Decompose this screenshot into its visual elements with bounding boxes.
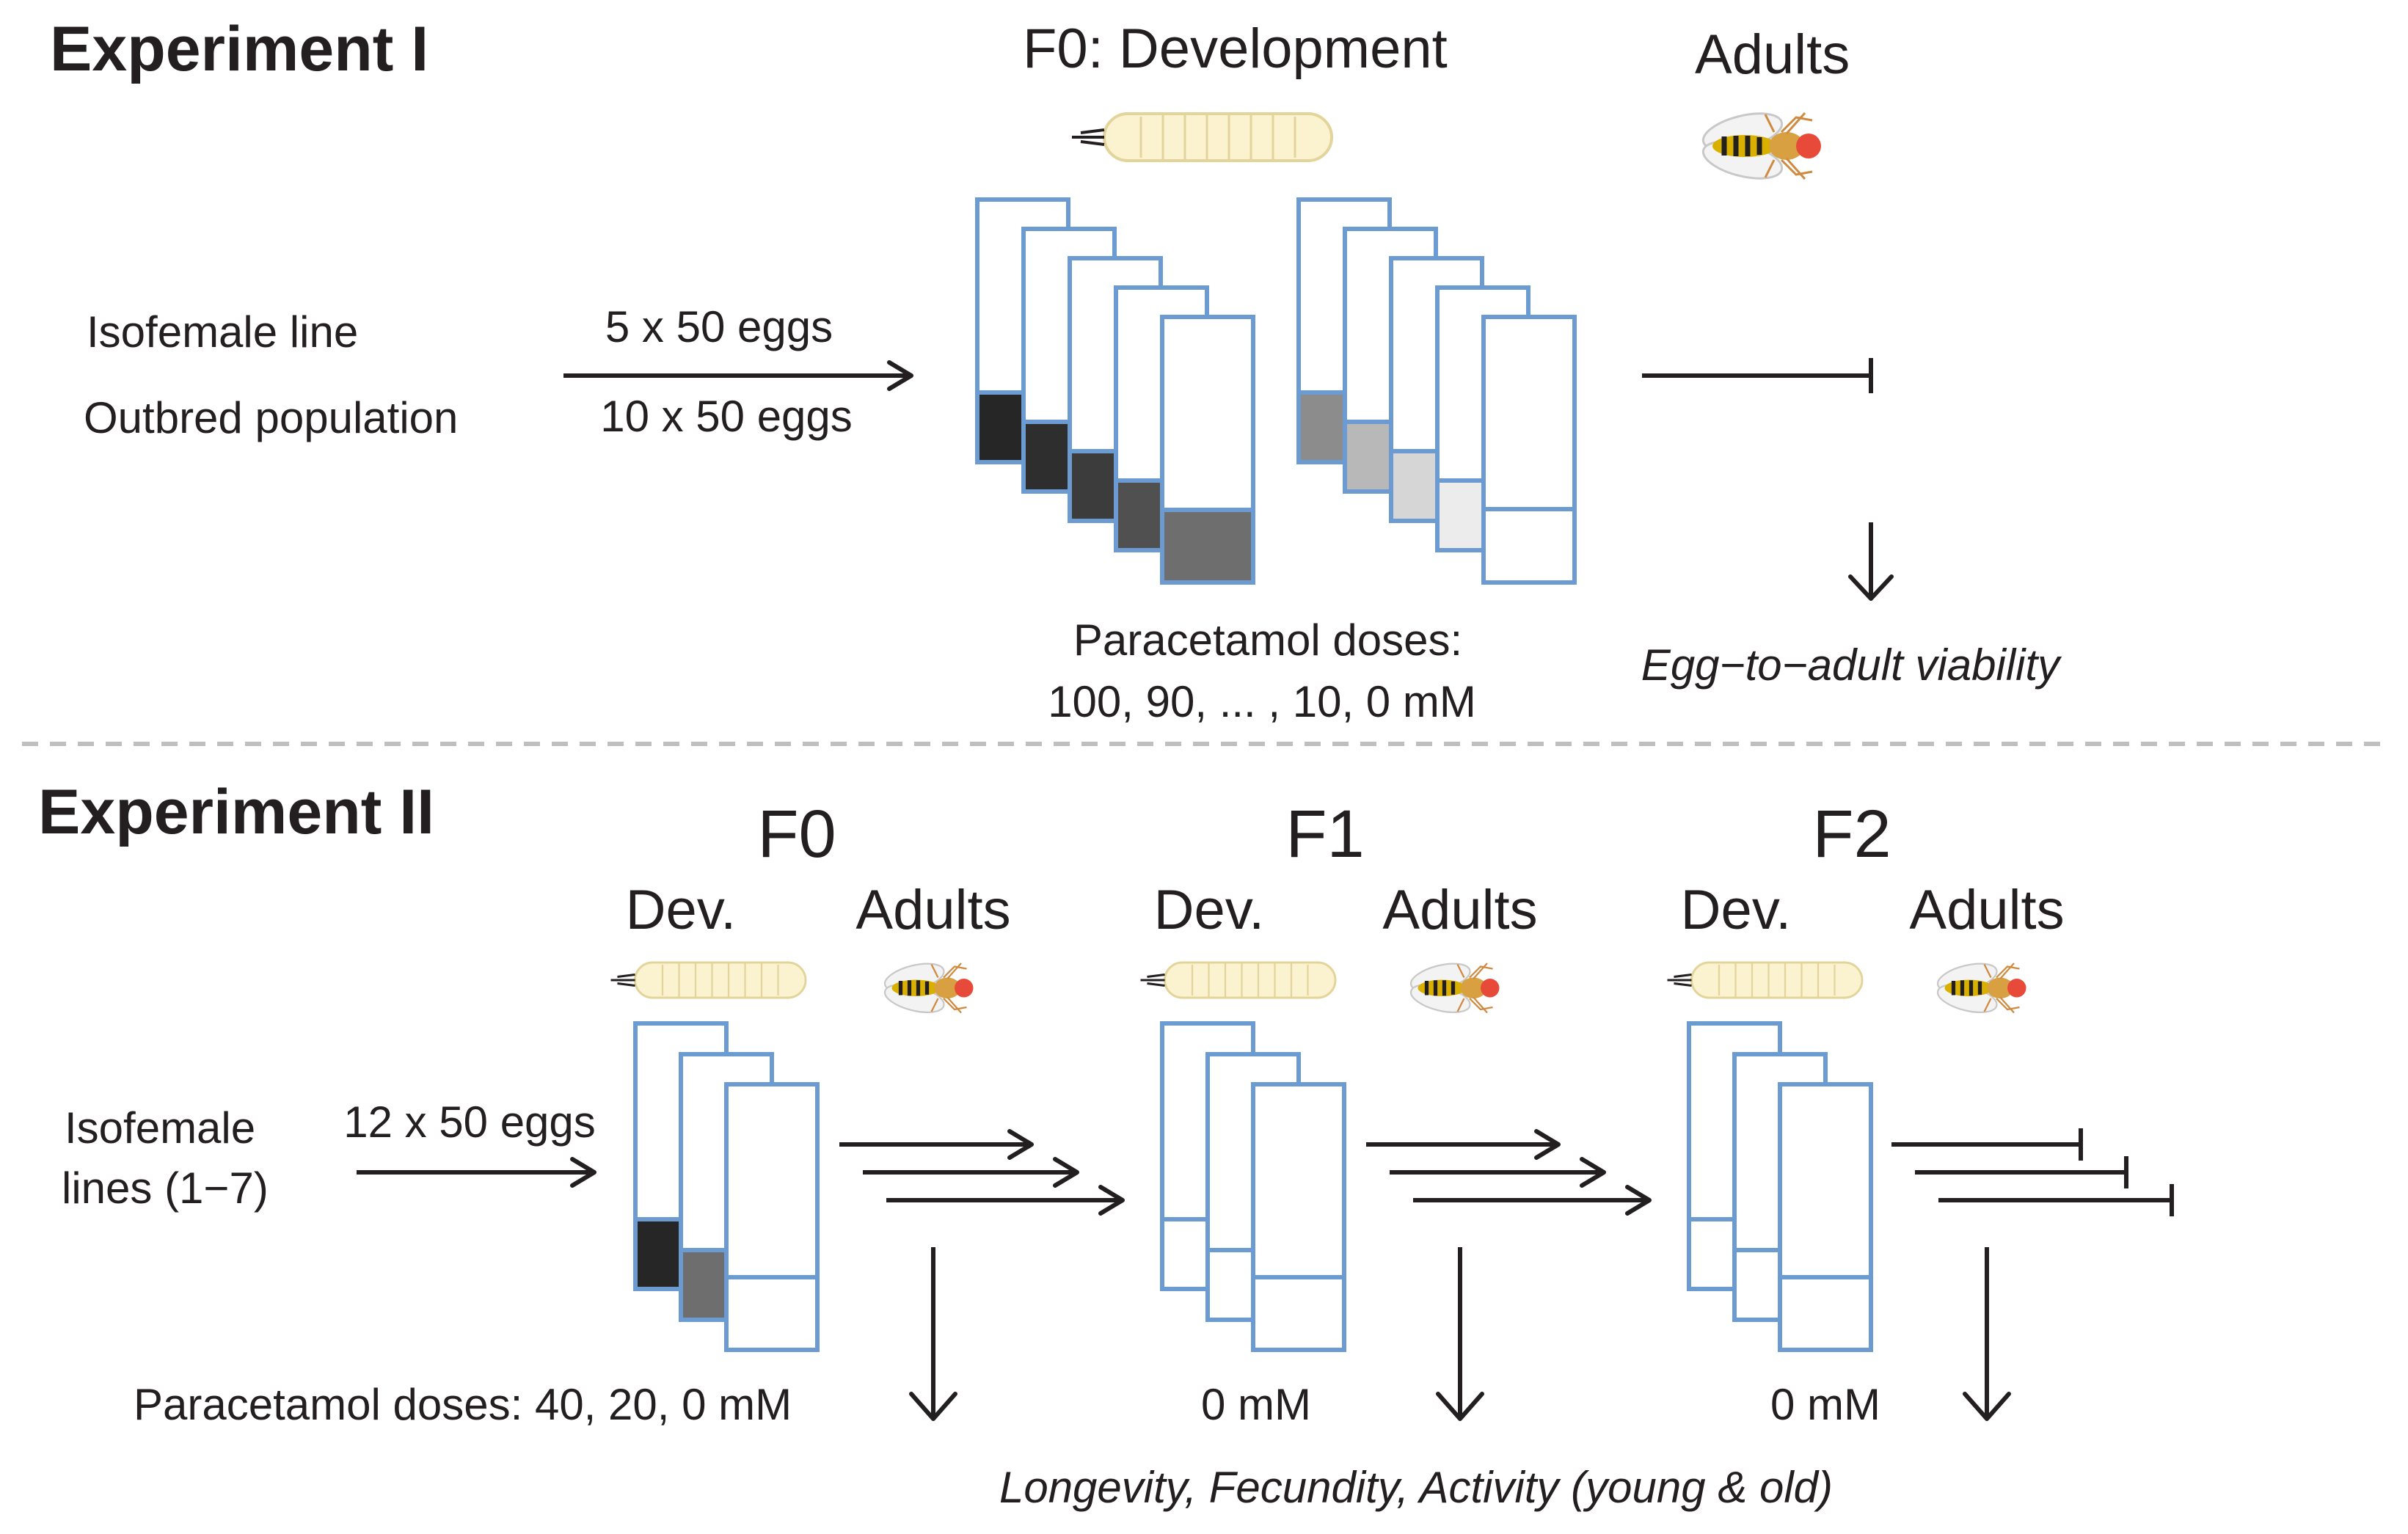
doses-label: Paracetamol doses: 40, 20, 0 mM xyxy=(134,1380,792,1429)
vial-fill xyxy=(1435,478,1486,552)
vial-fill xyxy=(1296,390,1348,464)
vial-fill xyxy=(1068,449,1119,523)
experiment1-outcome: Egg−to−adult viability xyxy=(1641,640,2062,690)
generation-f0: F0 Dev. Adults Paracetamol doses: 40, 20… xyxy=(134,797,1011,1429)
experiment1-adults-label: Adults xyxy=(1695,23,1850,86)
eggs-isofemale: 5 x 50 eggs xyxy=(605,302,833,351)
doses-label: 0 mM xyxy=(1201,1380,1311,1429)
generation-f2: F2 Dev. Adults 0 mM xyxy=(1666,797,2065,1429)
larva-icon xyxy=(1139,961,1337,999)
arrows-f1-to-f2 xyxy=(1366,1129,1652,1421)
experiment1-title: Experiment I xyxy=(50,14,428,84)
adults-label: Adults xyxy=(1909,879,2064,941)
generation-name: F0 xyxy=(757,797,836,872)
experiment1-doses-label: Paracetamol doses: xyxy=(1073,616,1462,665)
vial-stack-low-dose xyxy=(1296,197,1577,585)
experiment1-stage-label: F0: Development xyxy=(1023,18,1448,80)
stop-arrow-adults xyxy=(1642,358,1873,393)
vial-fill xyxy=(1114,478,1165,552)
arrow-to-f0-vials xyxy=(357,1157,596,1188)
source-line2: lines (1−7) xyxy=(62,1164,269,1213)
source-line1: Isofemale xyxy=(65,1103,255,1153)
dev-label: Dev. xyxy=(1154,879,1265,941)
fly-icon xyxy=(1699,106,1821,185)
dev-label: Dev. xyxy=(626,879,737,941)
vial-fill xyxy=(1021,420,1073,494)
vial-fill xyxy=(1160,508,1255,585)
experiment1-doses-values: 100, 90, ... , 10, 0 mM xyxy=(1048,677,1476,726)
vial-fill xyxy=(679,1248,729,1322)
arrow-to-viability xyxy=(1848,522,1894,601)
arrow-to-vials xyxy=(563,360,913,391)
generation-name: F1 xyxy=(1285,797,1364,872)
larva-icon xyxy=(610,961,807,999)
experiment2-title: Experiment II xyxy=(38,777,434,847)
larva-icon xyxy=(1070,112,1333,162)
vial-stack-high-dose xyxy=(975,197,1255,585)
adults-label: Adults xyxy=(855,879,1010,941)
larva-icon xyxy=(1666,961,1864,999)
generation-name: F2 xyxy=(1812,797,1891,872)
vial-fill xyxy=(1343,420,1394,494)
vial-fill xyxy=(633,1217,683,1291)
vial-fill xyxy=(1389,449,1440,523)
experiment2-eggs: 12 x 50 eggs xyxy=(343,1097,596,1147)
fly-icon xyxy=(1408,959,1499,1018)
source-outbred: Outbred population xyxy=(84,393,458,442)
dev-label: Dev. xyxy=(1681,879,1792,941)
vial-fill xyxy=(975,390,1026,464)
doses-label: 0 mM xyxy=(1770,1380,1880,1429)
arrows-f0-to-f1 xyxy=(839,1129,1125,1421)
generation-f1: F1 Dev. Adults 0 mM xyxy=(1139,797,1538,1429)
source-isofemale: Isofemale line xyxy=(87,307,358,357)
eggs-outbred: 10 x 50 eggs xyxy=(600,392,853,441)
fly-icon xyxy=(882,959,973,1018)
experiment2-outcome: Longevity, Fecundity, Activity (young & … xyxy=(999,1463,1833,1512)
adults-label: Adults xyxy=(1382,879,1537,941)
fly-icon xyxy=(1935,959,2026,1018)
stop-arrows-f2 xyxy=(1891,1128,2174,1421)
